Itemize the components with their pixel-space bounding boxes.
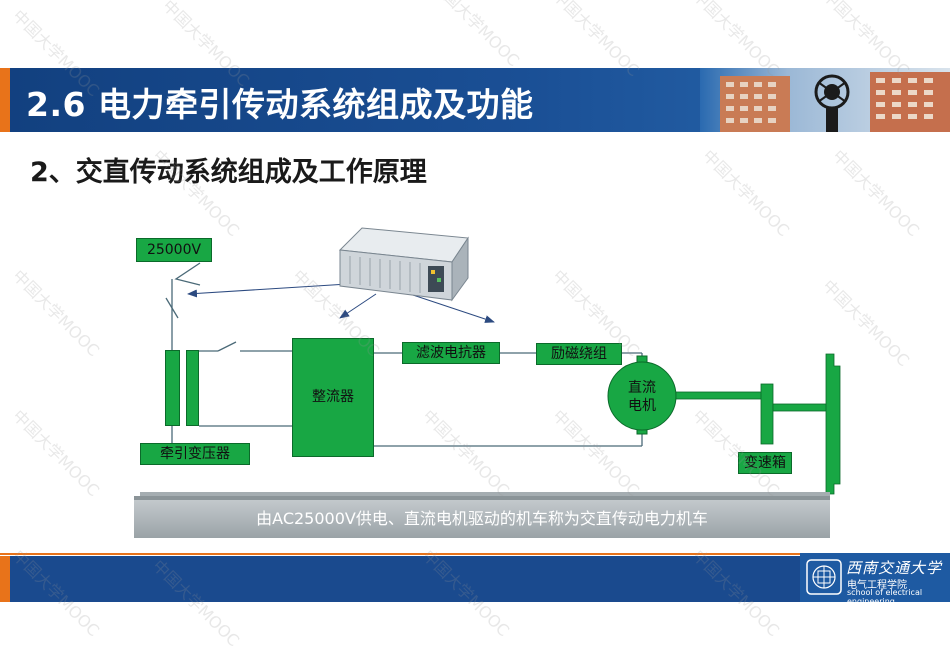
drive-shaft (676, 392, 762, 399)
transformer-label: 牵引变压器 (140, 443, 250, 465)
field-winding-block: 励磁绕组 (536, 343, 622, 365)
transformer-secondary-winding (186, 350, 199, 426)
voltage-label: 25000V (136, 238, 212, 262)
control-arrow-switch (188, 284, 348, 294)
department-name-en: school of electrical engineering (847, 588, 950, 606)
university-logo: 西南交通大学 电气工程学院 school of electrical engin… (800, 553, 950, 602)
voltage-label-text: 25000V (147, 242, 201, 258)
wheel (826, 354, 840, 494)
rectifier-label-text: 整流器 (312, 389, 354, 405)
motor-label: 直流 电机 (612, 379, 672, 415)
rectifier-block: 整流器 (292, 338, 374, 457)
footer-accent-strip (0, 556, 10, 602)
motor-label-line2: 电机 (612, 397, 672, 415)
gearbox (761, 384, 773, 444)
overhead-line-symbol (176, 263, 200, 285)
motor-label-line1: 直流 (612, 379, 672, 397)
control-arrow-rectifier (340, 294, 376, 318)
filter-reactor-label-text: 滤波电抗器 (416, 345, 486, 361)
gearbox-label: 变速箱 (738, 452, 792, 474)
university-emblem-icon (806, 559, 842, 595)
caption-text: 由AC25000V供电、直流电机驱动的机车称为交直传动电力机车 (256, 509, 708, 528)
field-winding-label-text: 励磁绕组 (551, 346, 607, 362)
footer-bar (0, 556, 800, 602)
filter-reactor-block: 滤波电抗器 (402, 342, 500, 364)
transformer-primary-winding (165, 350, 180, 426)
transformer-label-text: 牵引变压器 (160, 446, 230, 462)
gearbox-label-text: 变速箱 (744, 455, 786, 471)
main-switch (218, 342, 236, 351)
university-name: 西南交通大学 (846, 557, 942, 578)
control-unit-icon (340, 228, 468, 300)
caption-band: 由AC25000V供电、直流电机驱动的机车称为交直传动电力机车 (134, 500, 830, 538)
